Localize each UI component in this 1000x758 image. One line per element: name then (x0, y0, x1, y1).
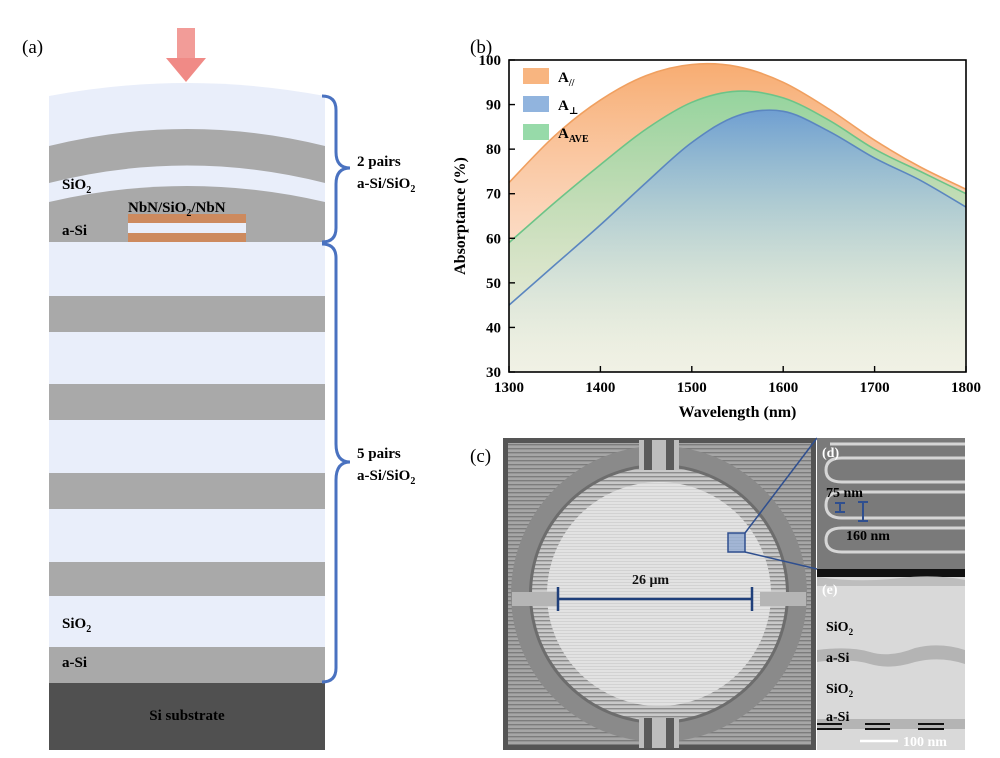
series-area (509, 110, 966, 372)
panel-b: (b) 1300 1400 1500 1600 1700 1800 30 40 50 60 70 80… (452, 37, 981, 421)
a-si-wavy-layer (817, 645, 965, 667)
y-tick-label: 70 (486, 187, 501, 203)
a-si-layer (49, 562, 325, 596)
brace-bottom (321, 242, 351, 684)
pairs-material-bottom: a-Si/SiO2 (357, 468, 415, 487)
a-si-layer-bottom (49, 647, 325, 683)
legend-swatch (523, 96, 549, 112)
panel-label-d: (d) (822, 446, 839, 461)
y-tick-label: 80 (486, 142, 501, 158)
sio2-label-e2: SiO2 (826, 682, 854, 699)
pairs-material-top: a-Si/SiO2 (357, 176, 415, 195)
panel-e: (e) SiO2 a-Si SiO2 a-Si 100 nm (817, 569, 965, 750)
panel-c: (c) (470, 437, 818, 750)
legend-entry: AAVE (523, 124, 589, 145)
legend: A// A⊥ AAVE (523, 68, 589, 145)
a-si-layer (49, 296, 325, 332)
series-line (508, 90, 967, 244)
a-si-label-bottom: a-Si (62, 655, 87, 671)
panel-d: (d) 75 nm 160 nm (817, 438, 965, 569)
sem-device-image (503, 437, 818, 750)
nanowire-label: NbN/SiO2/NbN (128, 200, 226, 219)
pitch-label: 160 nm (846, 529, 890, 544)
y-axis-title: Absorptance (%) (452, 157, 469, 275)
x-tick-label: 1700 (860, 380, 890, 396)
panel-label-b: (b) (470, 37, 492, 58)
x-tick-label: 1500 (677, 380, 707, 396)
a-si-label-e2: a-Si (826, 710, 849, 725)
legend-entry: A⊥ (523, 96, 578, 117)
panel-label-a: (a) (22, 37, 43, 58)
a-si-layer (49, 473, 325, 509)
x-tick-label: 1600 (768, 380, 798, 396)
x-tick-label: 1400 (585, 380, 615, 396)
legend-swatch (523, 68, 549, 84)
svg-text:A//: A// (558, 70, 575, 89)
sio2-spacer (128, 223, 246, 233)
y-tick-label: 50 (486, 276, 501, 292)
substrate-label: Si substrate (149, 708, 225, 724)
pairs-count-top: 2 pairs (357, 154, 401, 170)
pitch-marker-160nm (858, 501, 868, 522)
legend-swatch (523, 124, 549, 140)
a-si-label-top: a-Si (62, 223, 87, 239)
nbn-layer-top (128, 214, 246, 223)
plot-frame (508, 59, 967, 373)
absorptance-chart: 1300 1400 1500 1600 1700 1800 30 40 50 60 70 80 90 10… (452, 53, 981, 421)
svg-text:AAVE: AAVE (558, 126, 589, 145)
panel-a: (a) NbN/SiO2/NbN (22, 28, 415, 750)
pairs-count-bottom: 5 pairs (357, 446, 401, 462)
sio2-label-e1: SiO2 (826, 620, 854, 637)
diameter-label: 26 μm (632, 573, 669, 588)
y-tick-label: 30 (486, 365, 501, 381)
width-label: 75 nm (826, 486, 863, 501)
brace-top (321, 94, 351, 244)
x-tick-label: 1300 (494, 380, 524, 396)
y-tick-label: 100 (479, 53, 502, 69)
y-tick-label: 40 (486, 320, 501, 336)
meander-nanowire (824, 442, 965, 554)
a-si-layer (49, 384, 325, 420)
x-axis-title: Wavelength (nm) (679, 404, 797, 421)
x-tick-label: 1800 (951, 380, 981, 396)
panel-label-e: (e) (822, 583, 838, 598)
layer-stack (49, 83, 325, 750)
y-tick-label: 90 (486, 98, 501, 114)
series-line (508, 109, 967, 306)
incident-light-arrow-icon (166, 28, 206, 82)
sio2-label-bottom: SiO2 (62, 616, 91, 635)
a-si-curved (49, 129, 325, 183)
width-marker-75nm (835, 502, 845, 513)
panel-label-c: (c) (470, 446, 491, 467)
legend-entry: A// (523, 68, 575, 89)
a-si-label-e1: a-Si (826, 651, 849, 666)
scale-label-e: 100 nm (903, 735, 947, 750)
nbn-layer-bottom (128, 233, 246, 242)
series-line (508, 62, 967, 191)
sio2-label-top: SiO2 (62, 177, 91, 196)
si-substrate (49, 683, 325, 750)
y-tick-label: 60 (486, 231, 501, 247)
svg-text:A⊥: A⊥ (558, 98, 578, 117)
